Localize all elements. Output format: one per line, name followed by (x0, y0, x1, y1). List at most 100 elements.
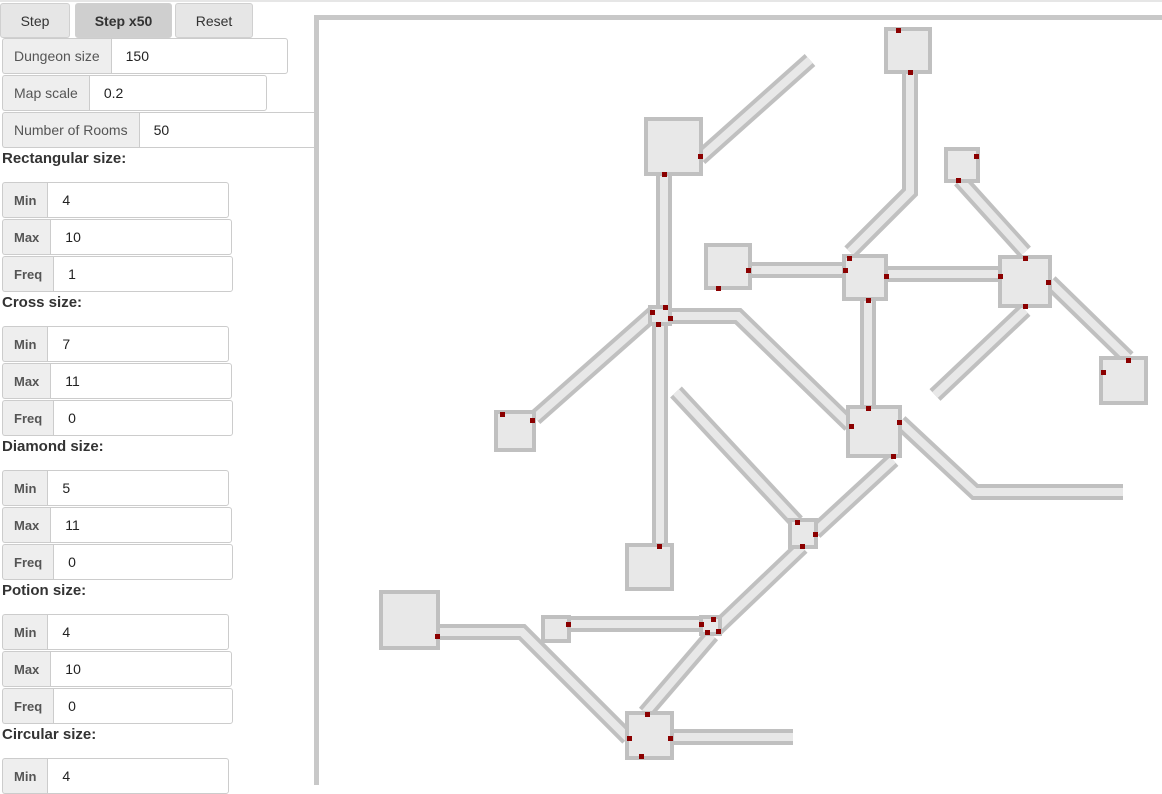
rect-max-group: Max (2, 219, 232, 255)
rect-freq-input[interactable] (53, 256, 233, 292)
dungeon-map[interactable] (314, 15, 1162, 785)
door-marker (566, 622, 571, 627)
dungeon-size-input[interactable] (110, 38, 288, 74)
step-button[interactable]: Step (0, 3, 70, 38)
rect-min-label: Min (2, 182, 48, 218)
room (998, 255, 1052, 308)
potion-max-group: Max (2, 651, 232, 687)
rect-freq-label: Freq (2, 256, 54, 292)
top-border (0, 0, 1162, 2)
door-marker (746, 268, 751, 273)
circular-min-label: Min (2, 758, 48, 794)
num-rooms-group: Number of Rooms (2, 112, 314, 148)
door-marker (795, 520, 800, 525)
door-marker (500, 412, 505, 417)
room (788, 518, 818, 549)
room (944, 147, 980, 183)
potion-max-input[interactable] (50, 651, 232, 687)
corridor (957, 177, 1028, 255)
room (541, 615, 571, 643)
cross-freq-group: Freq (2, 400, 233, 436)
door-marker (435, 634, 440, 639)
diamond-max-group: Max (2, 507, 232, 543)
potion-min-input[interactable] (47, 614, 229, 650)
door-marker (998, 274, 1003, 279)
door-marker (668, 316, 673, 321)
door-marker (716, 286, 721, 291)
rect-max-label: Max (2, 219, 51, 255)
cross-size-heading: Cross size: (2, 294, 83, 311)
map-scale-label: Map scale (2, 75, 89, 111)
rect-max-input[interactable] (50, 219, 232, 255)
room (704, 243, 752, 290)
diamond-freq-input[interactable] (53, 544, 233, 580)
room (625, 711, 674, 760)
door-marker (974, 154, 979, 159)
rect-min-input[interactable] (47, 182, 229, 218)
dungeon-size-group: Dungeon size (2, 38, 288, 74)
cross-min-input[interactable] (47, 326, 229, 362)
door-marker (896, 28, 901, 33)
diamond-min-input[interactable] (47, 470, 229, 506)
corridor (532, 309, 658, 421)
cross-freq-label: Freq (2, 400, 54, 436)
dungeon-size-label: Dungeon size (2, 38, 111, 74)
door-marker (711, 617, 716, 622)
room (625, 543, 674, 591)
cross-freq-input[interactable] (53, 400, 233, 436)
door-marker (645, 712, 650, 717)
potion-max-label: Max (2, 651, 51, 687)
diamond-size-heading: Diamond size: (2, 438, 104, 455)
circular-size-heading: Circular size: (2, 726, 97, 743)
room (644, 117, 703, 176)
door-marker (656, 322, 661, 327)
rect-min-group: Min (2, 182, 229, 218)
potion-min-label: Min (2, 614, 48, 650)
rectangular-size-heading: Rectangular size: (2, 150, 127, 167)
door-marker (639, 754, 644, 759)
door-marker (884, 274, 889, 279)
potion-freq-input[interactable] (53, 688, 233, 724)
corridor (641, 632, 716, 716)
potion-freq-label: Freq (2, 688, 54, 724)
door-marker (1023, 304, 1028, 309)
diamond-min-group: Min (2, 470, 229, 506)
door-marker (663, 305, 668, 310)
corridor (712, 544, 805, 633)
door-marker (897, 420, 902, 425)
diamond-min-label: Min (2, 470, 48, 506)
corridor (437, 628, 631, 741)
door-marker (891, 454, 896, 459)
cross-max-group: Max (2, 363, 232, 399)
diamond-max-label: Max (2, 507, 51, 543)
door-marker (800, 544, 805, 549)
corridor (670, 312, 853, 428)
door-marker (866, 406, 871, 411)
diamond-max-input[interactable] (50, 507, 232, 543)
door-marker (849, 424, 854, 429)
step-x50-button[interactable]: Step x50 (75, 3, 172, 38)
corridor (812, 457, 896, 535)
door-marker (908, 70, 913, 75)
door-marker (1046, 280, 1051, 285)
door-marker (1126, 358, 1131, 363)
reset-button[interactable]: Reset (175, 3, 253, 38)
door-marker (716, 629, 721, 634)
corridor (932, 307, 1028, 398)
circular-min-input[interactable] (47, 758, 229, 794)
map-scale-input[interactable] (88, 75, 267, 111)
cross-max-input[interactable] (50, 363, 232, 399)
door-marker (627, 736, 632, 741)
door-marker (956, 178, 961, 183)
door-marker (668, 736, 673, 741)
door-marker (657, 544, 662, 549)
num-rooms-input[interactable] (138, 112, 314, 148)
diamond-freq-group: Freq (2, 544, 233, 580)
cross-min-label: Min (2, 326, 48, 362)
cross-max-label: Max (2, 363, 51, 399)
corridor (847, 72, 914, 255)
room (494, 410, 536, 452)
room (1099, 356, 1148, 405)
door-marker (530, 418, 535, 423)
corridor (1047, 279, 1131, 361)
